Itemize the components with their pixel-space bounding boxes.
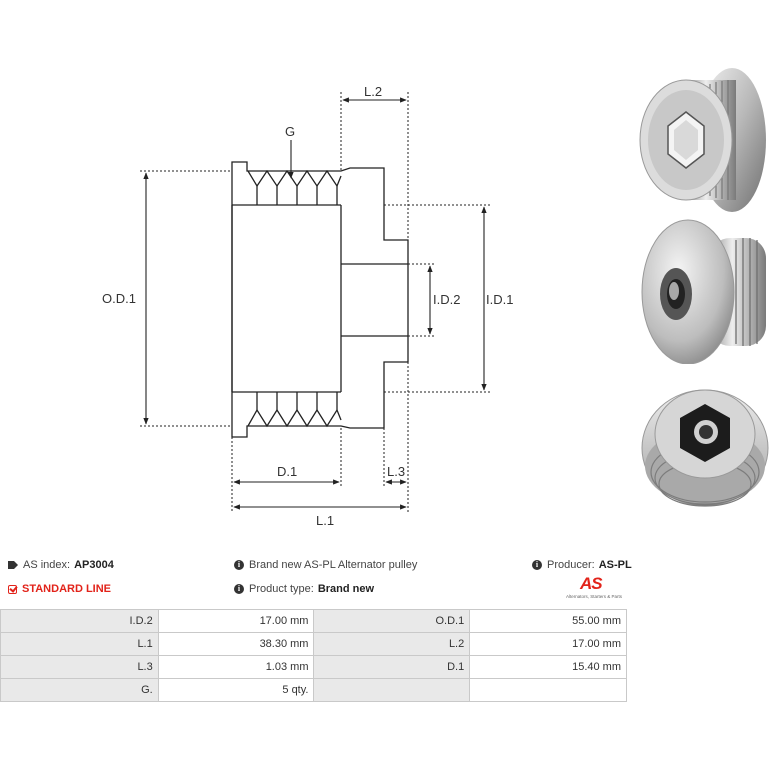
product-type-value: Brand new [317, 583, 375, 595]
description-text: Brand new AS-PL Alternator pulley [249, 559, 418, 571]
pulley-technical-drawing: G L.2 O.D.1 I.D.2 I.D.1 D.1 L.3 L.1 [102, 84, 513, 528]
as-index-value: AP3004 [74, 559, 114, 571]
table-row: L.3 1.03 mm D.1 15.40 mm [0, 655, 627, 679]
spec-value [469, 678, 627, 702]
spec-value: 17.00 mm [469, 632, 627, 656]
spec-label: D.1 [313, 655, 471, 679]
product-photo-hex-rear [641, 389, 769, 507]
spec-value: 55.00 mm [469, 609, 627, 633]
spec-label [313, 678, 471, 702]
as-index: AS index: AP3004 [8, 559, 114, 571]
info-icon: i [532, 560, 542, 570]
table-row: G. 5 qty. [0, 678, 627, 702]
label-g: G [285, 124, 295, 139]
specs-table: I.D.2 17.00 mm O.D.1 55.00 mm L.1 38.30 … [0, 609, 627, 702]
label-id1: I.D.1 [486, 292, 513, 307]
info-icon: i [234, 584, 244, 594]
tag-icon [8, 561, 18, 569]
product-type: i Product type: Brand new [234, 583, 374, 595]
standard-line: STANDARD LINE [8, 583, 111, 595]
spec-value: 17.00 mm [157, 609, 315, 633]
producer-label: Producer: [547, 559, 595, 571]
standard-line-label: STANDARD LINE [22, 583, 112, 595]
table-row: L.1 38.30 mm L.2 17.00 mm [0, 632, 627, 656]
spec-label: O.D.1 [313, 609, 471, 633]
logo-mark: AS [580, 574, 603, 593]
as-index-label: AS index: [23, 559, 71, 571]
label-l1: L.1 [316, 513, 334, 528]
product-photo-hex-front [639, 68, 766, 212]
logo-tagline: Alternators, Starters & Parts [566, 594, 623, 599]
label-d1: D.1 [277, 464, 297, 479]
spec-value: 5 qty. [157, 678, 315, 702]
label-od1: O.D.1 [102, 291, 136, 306]
description: i Brand new AS-PL Alternator pulley [234, 559, 417, 571]
pulley-outline [231, 161, 409, 438]
producer-value: AS-PL [598, 559, 632, 571]
label-l3: L.3 [387, 464, 405, 479]
product-type-label: Product type: [249, 583, 314, 595]
spec-label: I.D.2 [0, 609, 159, 633]
spec-value: 38.30 mm [157, 632, 315, 656]
spec-label: G. [0, 678, 159, 702]
spec-label: L.3 [0, 655, 159, 679]
label-id2: I.D.2 [433, 292, 460, 307]
spec-label: L.1 [0, 632, 159, 656]
spec-label: L.2 [313, 632, 471, 656]
spec-value: 1.03 mm [157, 655, 315, 679]
spec-value: 15.40 mm [469, 655, 627, 679]
label-l2: L.2 [364, 84, 382, 99]
info-icon: i [234, 560, 244, 570]
table-row: I.D.2 17.00 mm O.D.1 55.00 mm [0, 609, 627, 633]
producer: i Producer: AS-PL [532, 559, 632, 571]
as-pl-logo: AS Alternators, Starters & Parts [566, 574, 628, 604]
top-grooves [247, 169, 342, 188]
bottom-grooves [247, 408, 342, 428]
check-icon [8, 584, 17, 594]
product-photo-bore-front [641, 219, 766, 364]
